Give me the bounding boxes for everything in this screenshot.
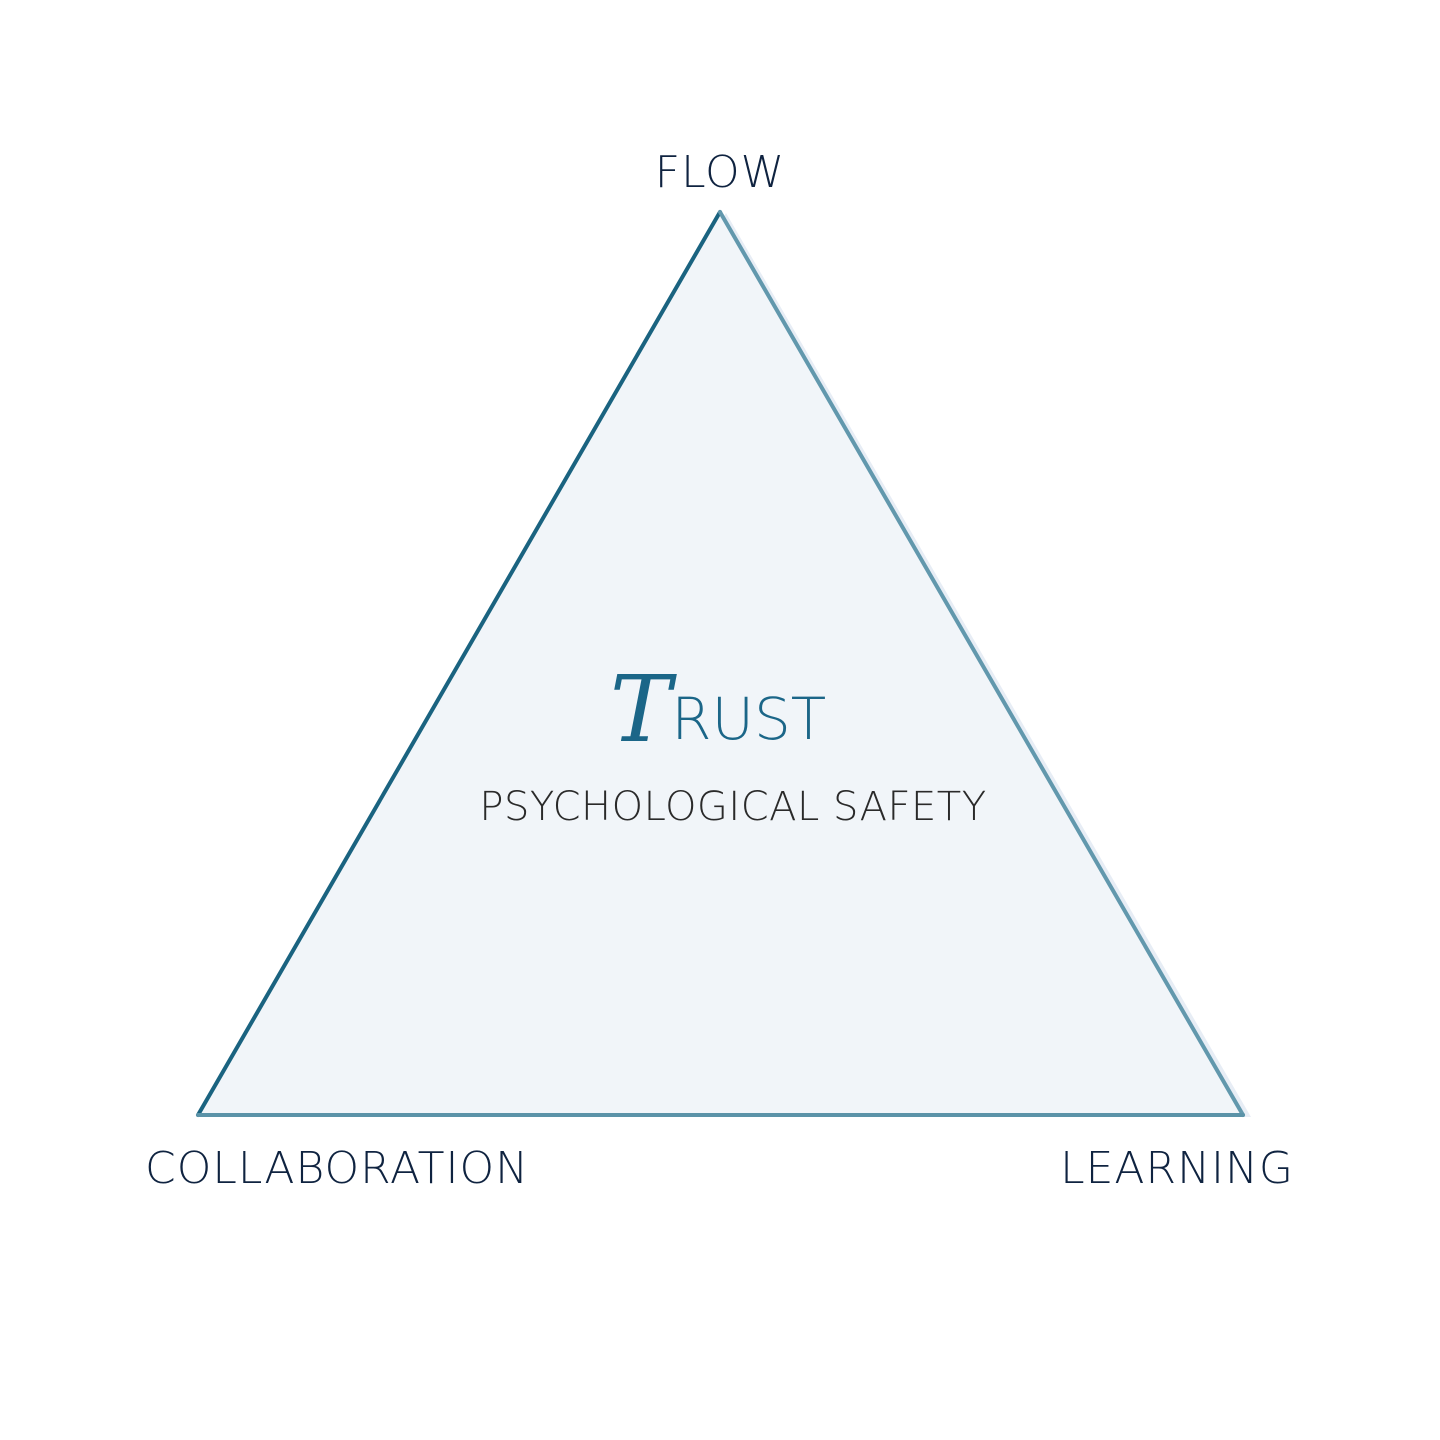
center-title-rest: RUST bbox=[671, 685, 827, 753]
center-title: TRUST bbox=[610, 664, 826, 756]
center-subtitle: PSYCHOLOGICAL SAFETY bbox=[479, 784, 987, 830]
vertex-label-flow: FLOW bbox=[654, 147, 786, 198]
triangle-edge-right bbox=[718, 210, 1245, 1117]
triangle-fill bbox=[198, 212, 1243, 1115]
center-title-initial: T bbox=[609, 656, 672, 763]
vertex-label-learning: LEARNING bbox=[1060, 1143, 1294, 1194]
vertex-label-collaboration: COLLABORATION bbox=[145, 1143, 530, 1194]
triangle-edge-left bbox=[196, 210, 722, 1117]
